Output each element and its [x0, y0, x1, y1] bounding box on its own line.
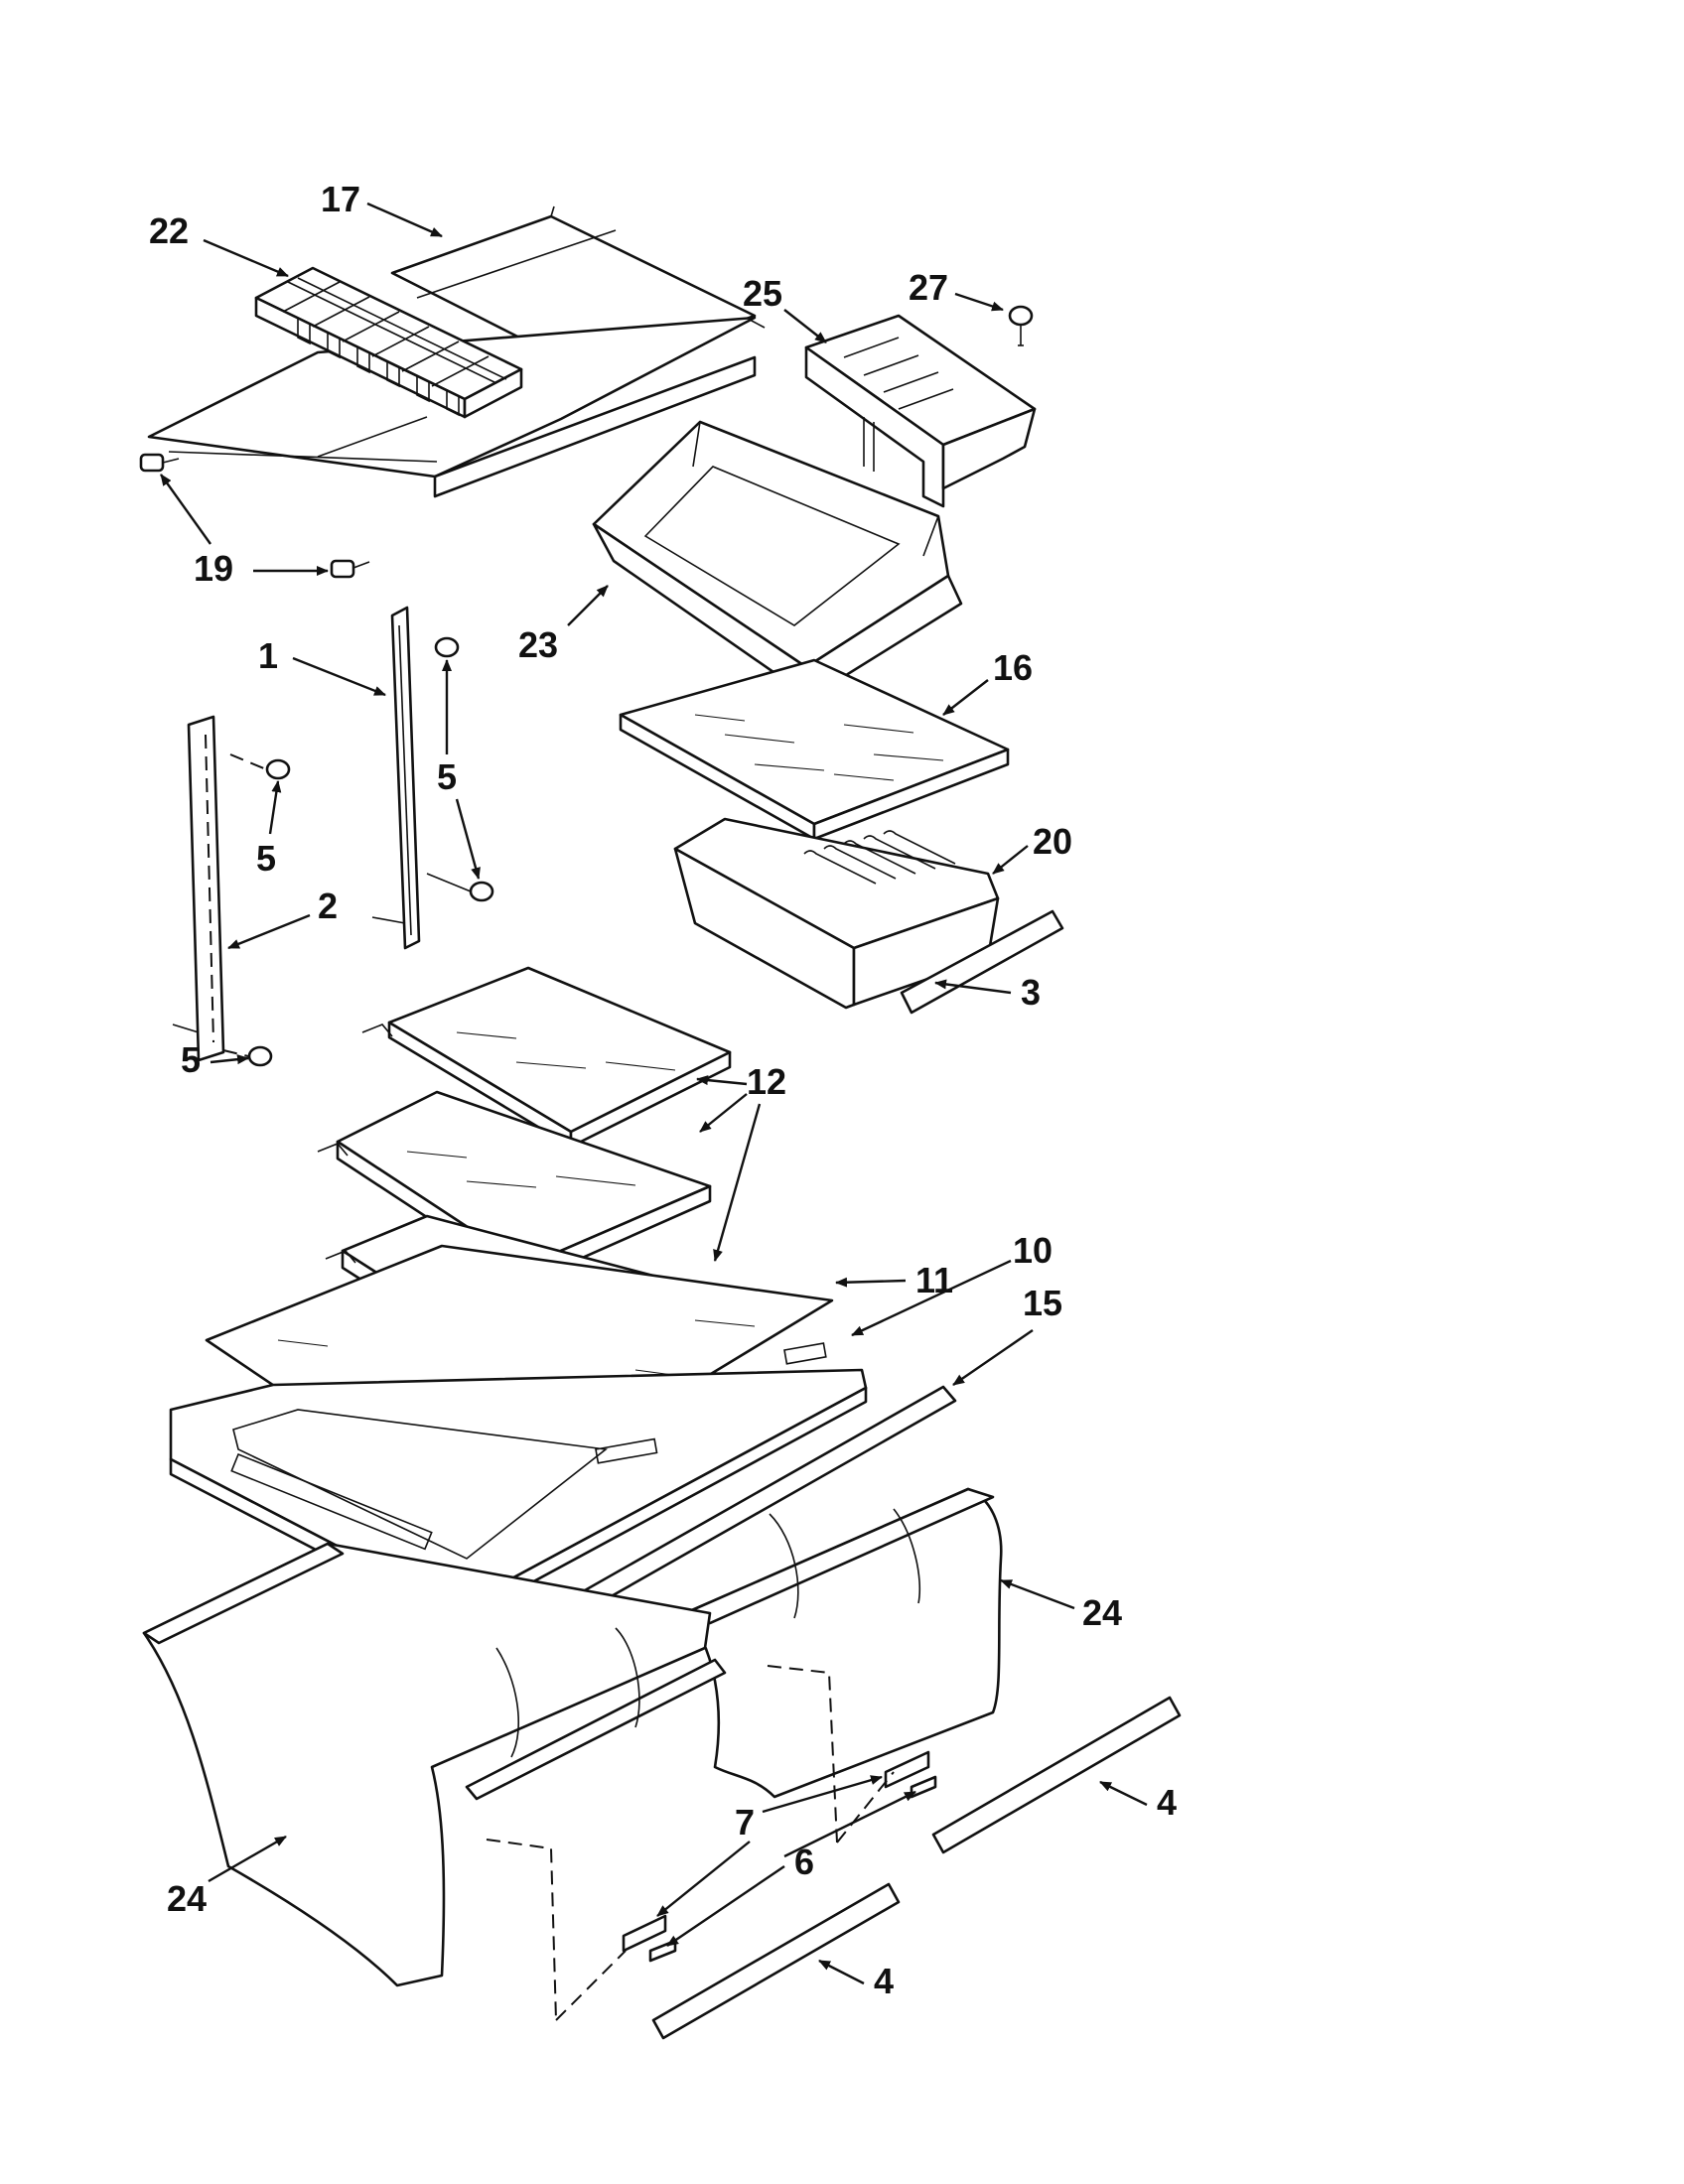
crisper-drawer-part-20 [675, 819, 998, 1008]
clip-part-6-right [912, 1777, 935, 1797]
callout-1: 1 [258, 635, 386, 697]
callout-17: 17 [321, 179, 443, 238]
callout-12: 12 [696, 1061, 786, 1262]
screw-part-5-d [223, 1047, 271, 1065]
callout-label: 5 [181, 1039, 201, 1080]
crisper-bin-part-24-right [685, 1489, 1001, 1797]
screw-part-27 [1010, 307, 1032, 345]
callout-5-b: 5 [256, 780, 282, 879]
callout-19: 19 [160, 474, 329, 589]
callout-label: 27 [909, 267, 948, 308]
callout-label: 7 [735, 1802, 755, 1843]
screw-part-5-a [436, 638, 458, 656]
shelf-ladder-part-1 [372, 608, 419, 948]
callout-label: 11 [915, 1260, 953, 1300]
trim-strip-part-4-left [653, 1884, 899, 2038]
screw-part-5-b [427, 874, 492, 900]
callout-3: 3 [934, 972, 1041, 1013]
callout-2: 2 [227, 886, 338, 950]
callout-22: 22 [149, 210, 289, 278]
callout-label: 3 [1021, 972, 1041, 1013]
callout-label: 2 [318, 886, 338, 926]
callout-label: 16 [993, 647, 1033, 688]
screw-part-5-c [230, 754, 289, 778]
callout-label: 24 [1082, 1592, 1122, 1633]
callout-10: 10 [851, 1230, 1052, 1337]
callout-label: 6 [794, 1842, 814, 1882]
crisper-bin-part-24-left [144, 1544, 725, 1985]
bracket-part-25 [806, 316, 1035, 506]
callout-label: 22 [149, 210, 189, 251]
callout-label: 15 [1023, 1283, 1062, 1323]
callout-24-left: 24 [167, 1835, 287, 1919]
callout-label: 20 [1033, 821, 1072, 862]
callout-24-right: 24 [1000, 1578, 1122, 1633]
callout-4-right: 4 [1099, 1780, 1177, 1823]
callout-7: 7 [656, 1775, 883, 1917]
callout-label: 4 [1157, 1782, 1177, 1823]
crisper-cover-part-16 [621, 660, 1008, 839]
callout-label: 4 [874, 1961, 894, 2001]
callout-label: 5 [256, 838, 276, 879]
callout-label: 1 [258, 635, 278, 676]
callout-label: 25 [743, 273, 782, 314]
ice-tray-part-22 [256, 268, 521, 417]
trim-strip-part-4-right [933, 1698, 1180, 1852]
meat-pan-part-23 [594, 422, 961, 695]
callout-label: 24 [167, 1878, 207, 1919]
end-cap-part-19-right [332, 561, 369, 577]
end-cap-part-19-left [141, 455, 179, 471]
dashed-alignment-lines [487, 1666, 894, 2020]
callout-25: 25 [743, 273, 827, 343]
callout-15: 15 [952, 1283, 1062, 1386]
callout-label: 5 [437, 756, 457, 797]
callout-20: 20 [992, 821, 1072, 875]
callout-label: 23 [518, 624, 558, 665]
callout-label: 10 [1013, 1230, 1052, 1271]
callout-5-a: 5 [437, 659, 481, 880]
callout-label: 19 [194, 548, 233, 589]
clip-part-7-left [624, 1916, 665, 1951]
shelf-ladder-part-2 [173, 717, 223, 1060]
callout-27: 27 [909, 267, 1004, 312]
callout-16: 16 [942, 647, 1033, 716]
callout-4-left: 4 [818, 1959, 894, 2001]
callout-6: 6 [666, 1790, 916, 1947]
callout-5-c: 5 [181, 1039, 249, 1080]
callout-23: 23 [518, 585, 609, 665]
glass-shelf-part-12-top [362, 968, 730, 1147]
callout-label: 17 [321, 179, 360, 219]
callout-label: 12 [747, 1061, 786, 1102]
callout-11: 11 [835, 1260, 953, 1300]
